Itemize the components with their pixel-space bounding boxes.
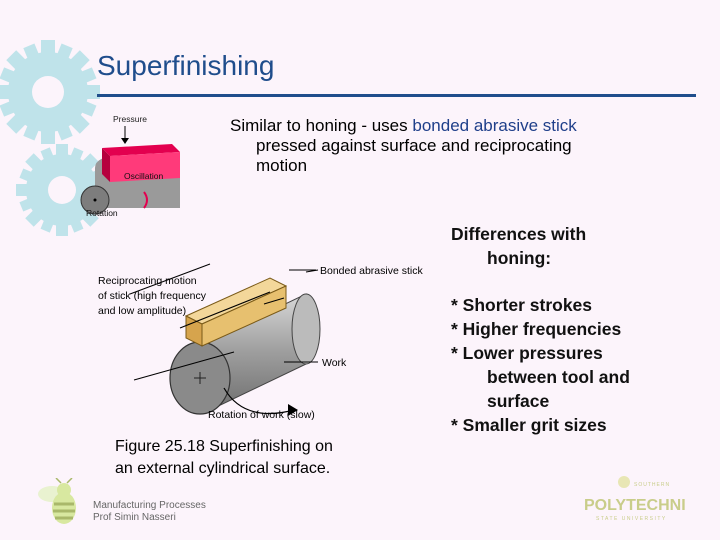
- slide-title: Superfinishing: [97, 50, 275, 81]
- rotation-label: Rotation: [86, 208, 118, 218]
- list-item: * Higher frequencies: [451, 319, 622, 339]
- reciprocating-label-2: of stick (high frequency: [98, 290, 207, 302]
- list-item: * Smaller grit sizes: [451, 415, 607, 435]
- figure-caption: Figure 25.18 Superfinishing on an extern…: [115, 436, 405, 480]
- bonded-stick-label: Bonded abrasive stick: [320, 265, 423, 277]
- caption-line-1: Figure 25.18 Superfinishing on: [115, 438, 333, 455]
- reciprocating-label-3: and low amplitude): [98, 305, 186, 317]
- course-name: Manufacturing Processes: [93, 500, 206, 511]
- logo-sub-text: STATE UNIVERSITY: [596, 516, 667, 522]
- logo-top-text: SOUTHERN: [634, 482, 670, 488]
- abrasive-stick-top: [102, 144, 180, 156]
- small-superfinishing-figure: Pressure Oscillation Rotation: [80, 114, 180, 218]
- differences-line-1: Differences with: [451, 224, 587, 244]
- title-underline: [97, 94, 696, 97]
- rotation-arrow-icon: [223, 387, 295, 415]
- rotation-work-label: Rotation of work (slow): [208, 409, 315, 421]
- intro-line-3: motion: [256, 156, 308, 175]
- abrasive-stick-side: [201, 285, 287, 347]
- differences-line-2: honing:: [487, 248, 552, 268]
- list-item: * Shorter strokes: [451, 295, 593, 315]
- author-name: Prof Simin Nasseri: [93, 512, 176, 523]
- list-item-continuation: surface: [487, 391, 550, 411]
- oscillation-label: Oscillation: [124, 171, 163, 181]
- university-logo: SOUTHERN POLYTECHNIC STATE UNIVERSITY: [584, 476, 686, 522]
- intro-highlight: bonded abrasive stick: [412, 116, 577, 135]
- intro-paragraph: Similar to honing - uses bonded abrasive…: [230, 116, 660, 176]
- differences-heading: Differences with honing:: [451, 222, 701, 270]
- reciprocating-label-1: Reciprocating motion: [98, 275, 197, 287]
- caption-line-2: an external cylindrical surface.: [115, 460, 331, 477]
- logo-name: POLYTECHNIC: [584, 497, 686, 514]
- logo-star-icon: [618, 476, 630, 488]
- differences-list: * Shorter strokes * Higher frequencies *…: [451, 293, 711, 437]
- intro-line-2: pressed against surface and reciprocatin…: [256, 136, 572, 155]
- intro-text: Similar to honing - uses: [230, 116, 413, 135]
- reciprocating-arrow-icon: [263, 297, 285, 305]
- list-item-continuation: between tool and: [487, 367, 630, 387]
- main-superfinishing-figure: Reciprocating motion of stick (high freq…: [98, 263, 423, 421]
- work-label: Work: [322, 357, 347, 369]
- list-item: * Lower pressures: [451, 343, 603, 363]
- pressure-arrowhead-icon: [121, 138, 129, 144]
- footer-credits: Manufacturing Processes Prof Simin Nasse…: [93, 500, 206, 524]
- gear-decoration-icon: [0, 40, 108, 236]
- pressure-label: Pressure: [113, 114, 147, 124]
- bee-mascot-icon: [38, 478, 76, 524]
